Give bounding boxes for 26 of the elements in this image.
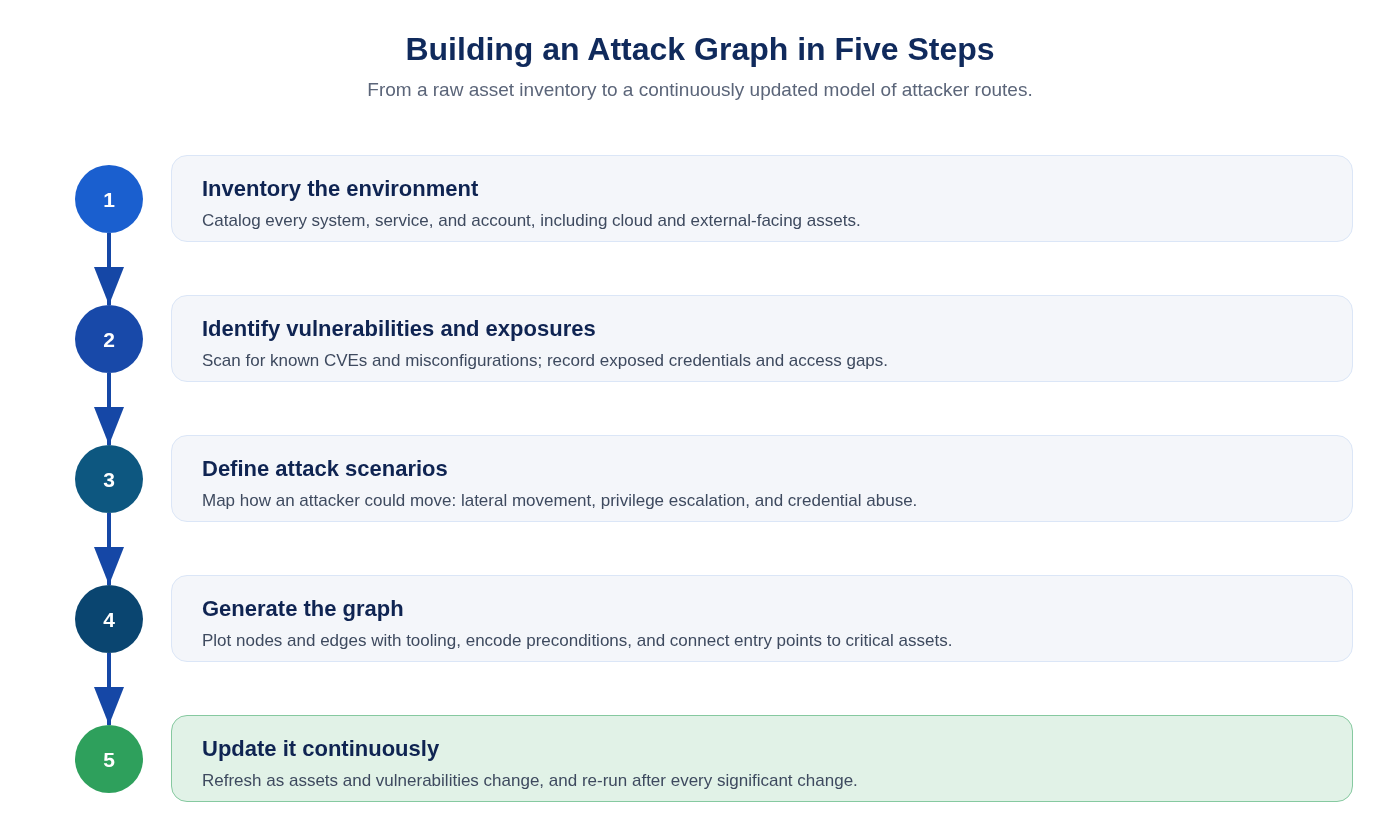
step-card — [171, 575, 1353, 662]
step-card — [171, 435, 1353, 522]
step-description: Catalog every system, service, and account, including cloud and external-facing assets. — [202, 211, 861, 232]
step-heading: Generate the graph — [202, 596, 404, 623]
step-number: 5 — [103, 748, 115, 770]
step-heading: Identify vulnerabilities and exposures — [202, 316, 596, 343]
arrow — [94, 373, 124, 445]
step-heading: Inventory the environment — [202, 176, 479, 203]
arrow — [94, 653, 124, 725]
step-description: Plot nodes and edges with tooling, encode preconditions, and connect entry points to critical assets. — [202, 631, 953, 652]
step-description: Scan for known CVEs and misconfigurations; record exposed credentials and access gaps. — [202, 351, 889, 372]
subtitle: From a raw asset inventory to a continuously updated model of attacker routes. — [367, 79, 1033, 103]
step-description: Refresh as assets and vulnerabilities change, and re-run after every significant change. — [202, 771, 858, 792]
step-card — [171, 715, 1353, 802]
step-heading: Update it continuously — [202, 736, 440, 763]
step-number: 4 — [103, 608, 115, 630]
step-card — [171, 155, 1353, 242]
step-number: 1 — [103, 188, 115, 210]
arrow — [94, 513, 124, 585]
step-number: 3 — [103, 468, 115, 490]
step-description: Map how an attacker could move: lateral movement, privilege escalation, and credential abuse. — [202, 491, 918, 512]
step-heading: Define attack scenarios — [202, 456, 448, 483]
arrow — [94, 233, 124, 305]
step-card — [171, 295, 1353, 382]
title: Building an Attack Graph in Five Steps — [405, 30, 995, 69]
step-number: 2 — [103, 328, 115, 350]
